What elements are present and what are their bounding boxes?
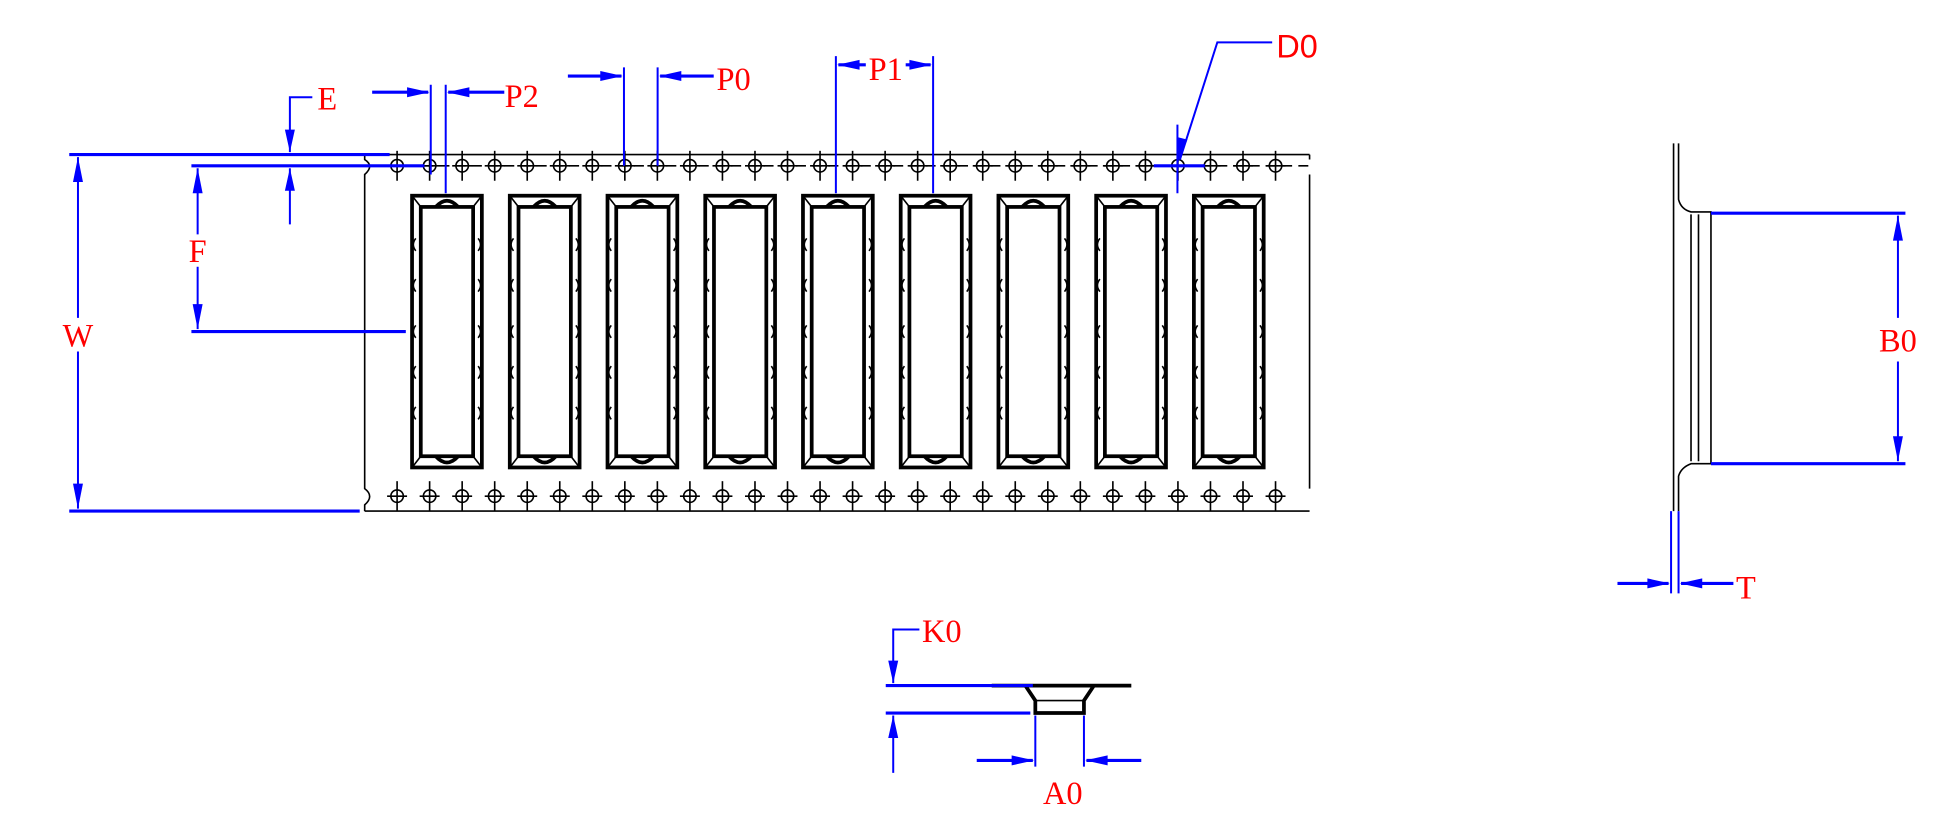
sprocket-hole (972, 150, 993, 181)
sprocket-hole (745, 481, 765, 512)
label-k0: K0 (922, 614, 962, 650)
label-e: E (317, 82, 337, 118)
label-p0: P0 (717, 62, 751, 98)
sprocket-hole (712, 481, 733, 512)
dimension-w: W (63, 153, 390, 513)
sprocket-hole (972, 481, 993, 512)
sprocket-hole (679, 150, 700, 181)
sprocket-hole (1167, 481, 1188, 512)
sprocket-hole (549, 481, 570, 512)
label-p1: P1 (869, 52, 903, 88)
sprocket-hole (1200, 481, 1221, 512)
sprocket-hole (517, 481, 538, 512)
sprocket-hole (1233, 150, 1253, 181)
sprocket-hole (1135, 150, 1156, 181)
label-p2: P2 (505, 79, 539, 115)
label-t: T (1736, 570, 1756, 606)
sprocket-hole (582, 150, 603, 181)
sprocket-hole (484, 481, 505, 512)
side-profile (1672, 143, 1712, 512)
sprocket-hole (1005, 150, 1026, 181)
side-view: B0 T (1617, 143, 1917, 606)
sprocket-holes (387, 150, 1286, 512)
sprocket-hole (452, 481, 473, 512)
sprocket-hole (647, 481, 668, 512)
sprocket-hole (1037, 481, 1058, 512)
sprocket-hole (549, 150, 570, 181)
dimension-d0: D0 (1153, 28, 1318, 194)
sprocket-hole (1037, 150, 1058, 181)
pocket (1192, 193, 1266, 470)
pockets (410, 193, 1266, 470)
sprocket-hole (1070, 481, 1091, 512)
sprocket-hole (387, 481, 408, 512)
dimension-e: E (284, 82, 337, 225)
sprocket-hole (875, 150, 896, 181)
cross-section-view: K0 A0 (885, 614, 1142, 812)
sprocket-hole (1070, 150, 1091, 181)
sprocket-hole (810, 150, 831, 181)
sprocket-hole (907, 150, 928, 181)
sprocket-hole (1102, 481, 1123, 512)
sprocket-hole (777, 481, 798, 512)
sprocket-hole (484, 150, 505, 181)
pocket (605, 193, 680, 470)
pocket (410, 193, 484, 470)
sprocket-hole (712, 150, 733, 181)
sprocket-hole (517, 150, 538, 181)
pocket (801, 193, 875, 470)
sprocket-hole (1233, 481, 1253, 512)
sprocket-hole (614, 481, 635, 512)
sprocket-hole (745, 150, 765, 181)
label-b0: B0 (1879, 324, 1917, 360)
sprocket-hole (679, 481, 700, 512)
sprocket-hole (419, 481, 440, 512)
pocket (1094, 193, 1168, 470)
section-profile (991, 683, 1132, 715)
dimension-p0: P0 (567, 62, 751, 166)
pocket (996, 193, 1071, 470)
sprocket-hole (1265, 481, 1286, 512)
dimension-p2: P2 (372, 79, 539, 194)
sprocket-hole (1265, 150, 1286, 181)
sprocket-hole (1135, 481, 1156, 512)
pocket (898, 193, 973, 470)
dimension-f: F (189, 164, 425, 334)
sprocket-hole (1102, 150, 1123, 181)
label-w: W (63, 319, 94, 355)
pocket (703, 193, 777, 470)
sprocket-hole (452, 150, 473, 181)
sprocket-hole (1005, 481, 1026, 512)
pocket (507, 193, 582, 470)
tape-top-view (363, 150, 1311, 512)
sprocket-hole (842, 150, 863, 181)
sprocket-hole (907, 481, 928, 512)
dimension-p1: P1 (834, 52, 935, 194)
sprocket-hole (940, 481, 961, 512)
sprocket-hole (582, 481, 603, 512)
label-f: F (189, 234, 207, 270)
sprocket-hole (940, 150, 961, 181)
sprocket-hole (842, 481, 863, 512)
sprocket-hole (777, 150, 798, 181)
label-a0: A0 (1043, 776, 1083, 812)
sprocket-hole (810, 481, 831, 512)
sprocket-hole (875, 481, 896, 512)
label-d0: D0 (1276, 28, 1317, 64)
